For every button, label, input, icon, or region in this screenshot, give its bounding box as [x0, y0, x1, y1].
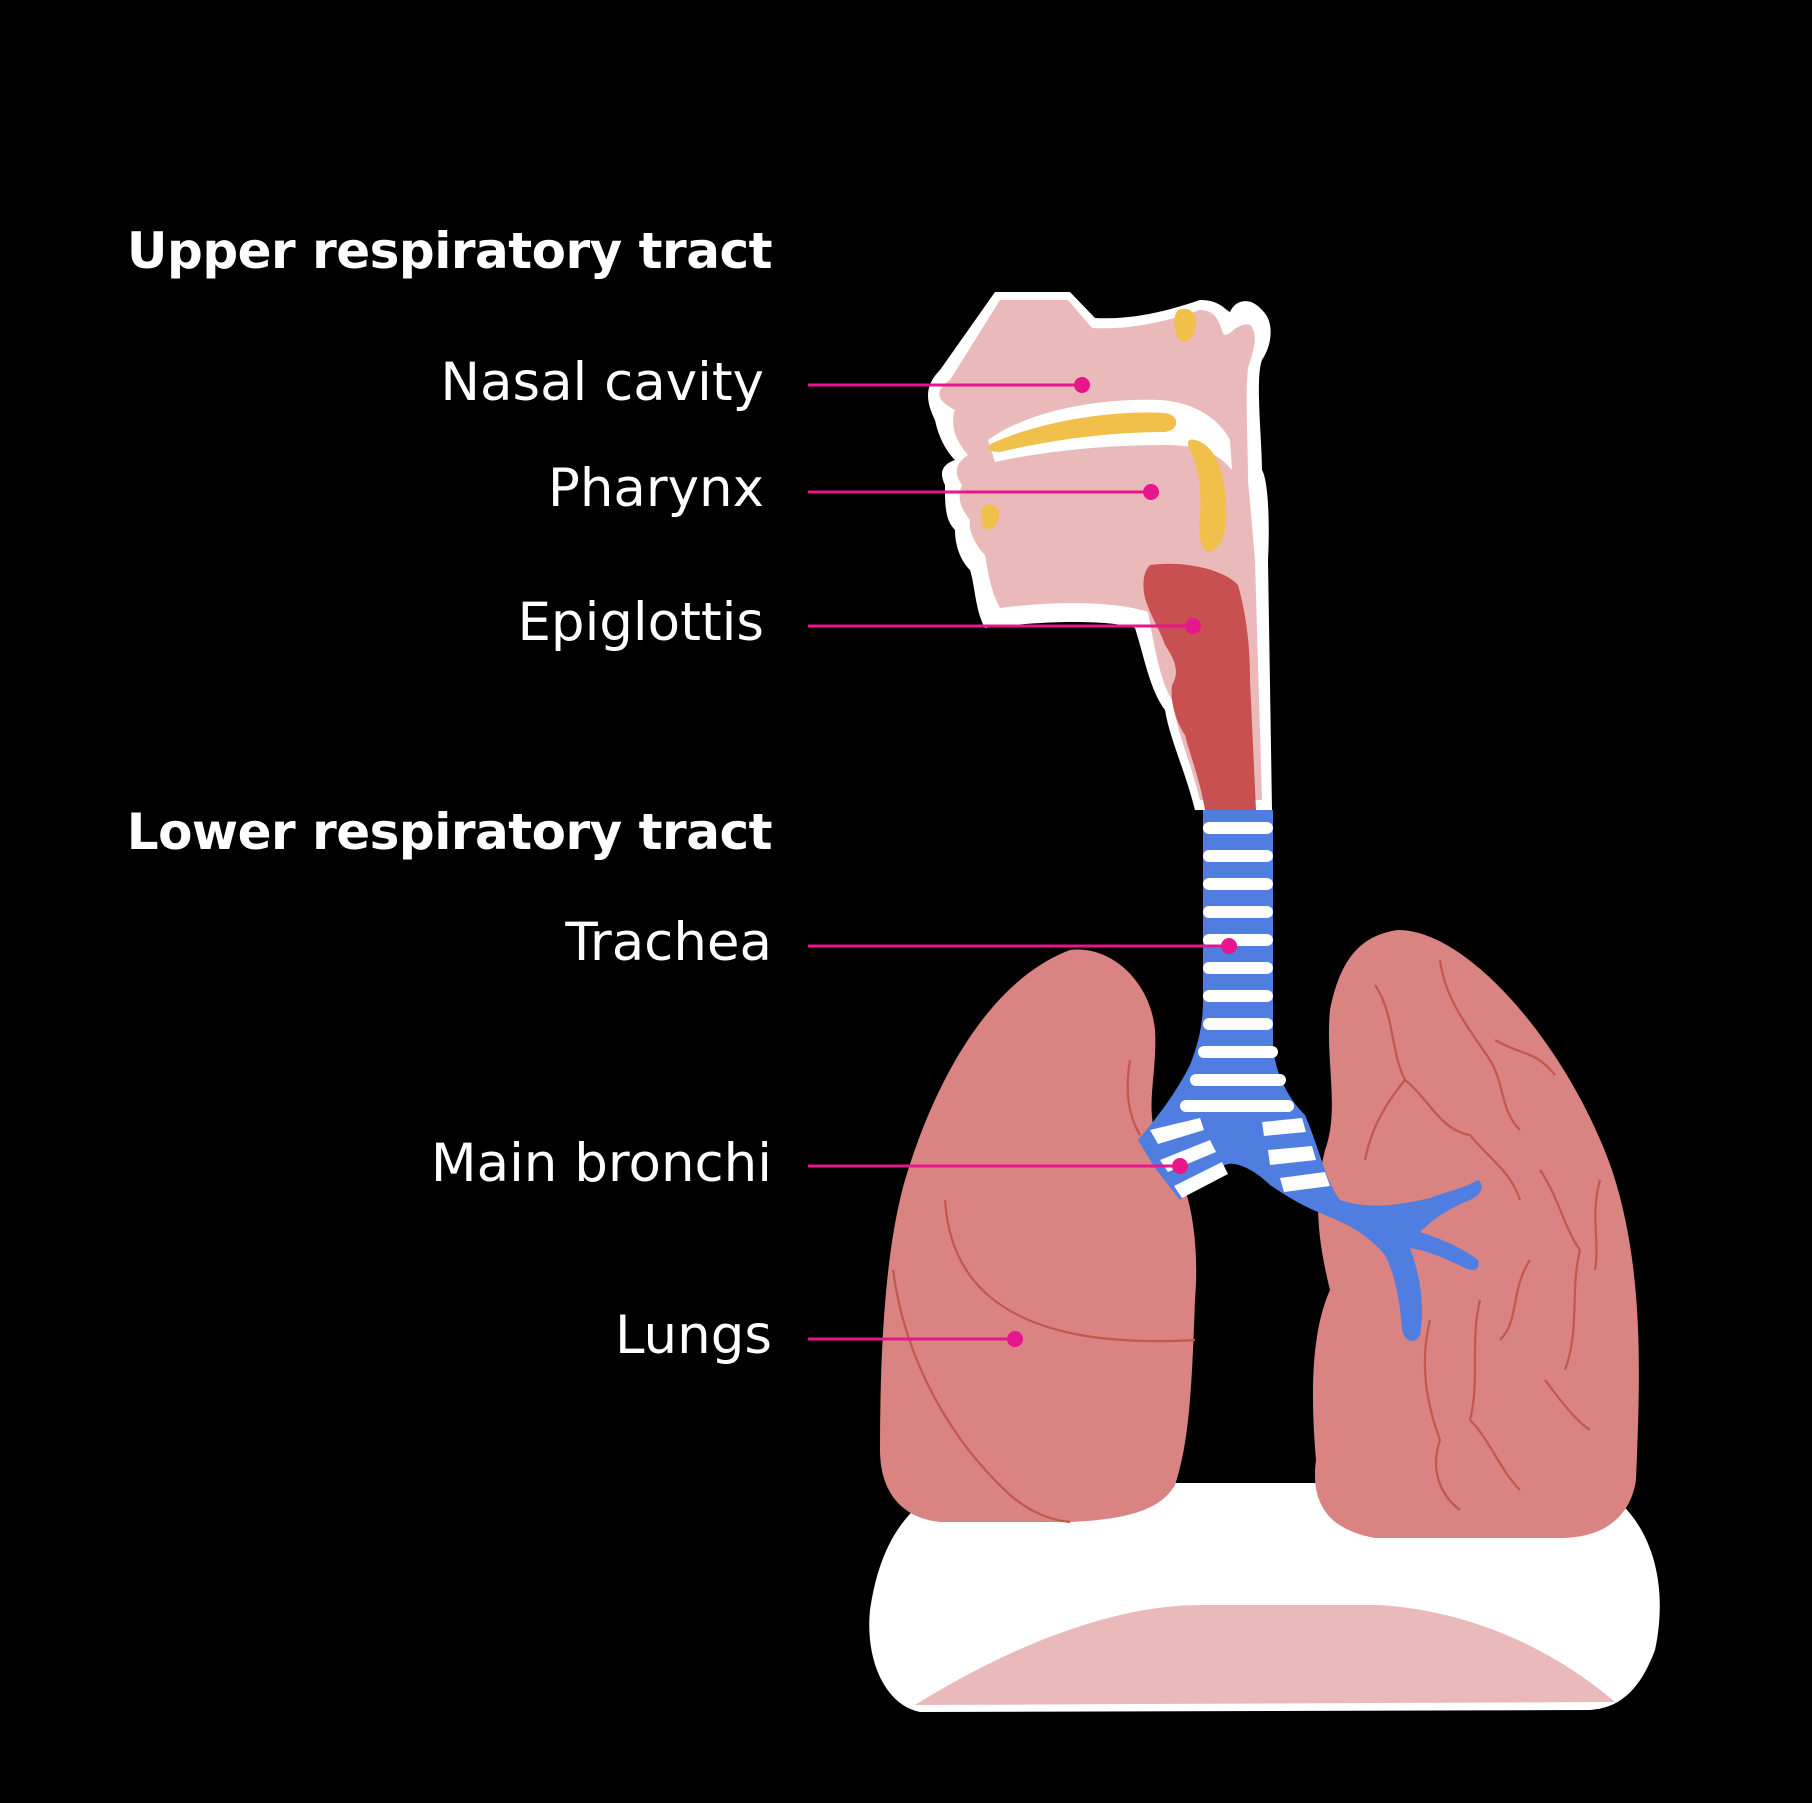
nasal-cavity-pointer	[808, 377, 1090, 393]
lung-fissures	[891, 1059, 1196, 1524]
upper-tract-heading: Upper respiratory tract	[126, 222, 773, 280]
head-section	[928, 292, 1272, 810]
epiglottis-pointer	[808, 618, 1201, 634]
leader-lines	[808, 377, 1237, 1347]
lower-tract-heading: Lower respiratory tract	[126, 803, 773, 861]
lung-veins	[1363, 959, 1602, 1511]
trachea-pointer	[808, 938, 1237, 954]
diaphragm	[869, 1483, 1660, 1712]
trachea-rings	[1150, 822, 1330, 1198]
lungs-pointer	[808, 1331, 1023, 1347]
label-lungs: Lungs	[614, 1305, 772, 1366]
left-lung	[1312, 930, 1639, 1538]
pharynx-pointer	[808, 484, 1159, 500]
right-lung	[880, 949, 1197, 1524]
label-nasal-cavity: Nasal cavity	[440, 352, 764, 413]
label-main-bronchi: Main bronchi	[430, 1133, 772, 1194]
label-epiglottis: Epiglottis	[517, 592, 764, 653]
main-bronchi-pointer	[808, 1158, 1188, 1174]
label-trachea: Trachea	[565, 912, 772, 973]
label-pharynx: Pharynx	[547, 458, 764, 519]
